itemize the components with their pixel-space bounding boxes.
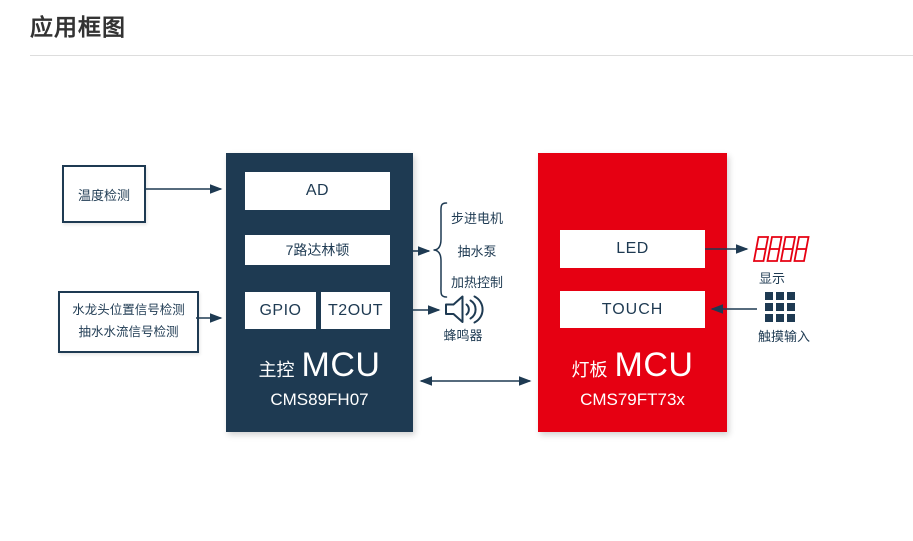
- module-gpio-label: GPIO: [259, 301, 302, 319]
- water-flow-label: 抽水水流信号检测: [78, 325, 179, 339]
- panel-mcu-role: 灯板: [571, 360, 608, 380]
- module-led-label: LED: [616, 240, 649, 257]
- module-ad-label: AD: [305, 182, 330, 199]
- main-mcu-type: MCU: [301, 346, 381, 384]
- module-gpio: GPIO: [245, 292, 316, 329]
- input-box-temperature: 温度检测: [62, 165, 146, 223]
- load-stepper-motor: 步进电机: [450, 211, 503, 226]
- module-touch-label: TOUCH: [601, 300, 664, 318]
- page-title: 应用框图: [30, 14, 126, 40]
- display-label: 显示: [758, 271, 785, 286]
- faucet-position-label: 水龙头位置信号检测: [72, 303, 185, 318]
- main-mcu-part-number: CMS89FH07: [270, 390, 369, 409]
- buzzer-label: 蜂鸣器: [443, 328, 483, 343]
- load-heating-control: 加热控制: [450, 275, 503, 290]
- module-led: LED: [560, 230, 705, 268]
- seven-segment-display-icon: [752, 236, 810, 262]
- title-divider: [30, 55, 913, 56]
- panel-mcu-name: 灯板 MCU: [538, 346, 727, 386]
- module-ad: AD: [245, 172, 390, 210]
- module-t2out-label: T2OUT: [328, 301, 383, 319]
- panel-mcu-part-number: CMS79FT73x: [580, 390, 685, 409]
- temperature-label: 温度检测: [77, 187, 130, 203]
- module-touch: TOUCH: [560, 291, 705, 328]
- panel-mcu-type: MCU: [614, 346, 694, 384]
- module-darlington-label: 7路达林顿: [285, 242, 350, 258]
- speaker-icon: [445, 295, 484, 324]
- main-mcu-name: 主控 MCU: [226, 346, 413, 386]
- main-mcu-role: 主控: [258, 360, 295, 380]
- keypad-icon: [765, 292, 795, 322]
- touch-input-label: 触摸输入: [757, 329, 810, 344]
- module-t2out: T2OUT: [321, 292, 390, 329]
- input-box-water-signals: 水龙头位置信号检测 抽水水流信号检测: [58, 291, 199, 353]
- load-water-pump: 抽水泵: [457, 244, 497, 259]
- module-darlington: 7路达林顿: [245, 235, 390, 265]
